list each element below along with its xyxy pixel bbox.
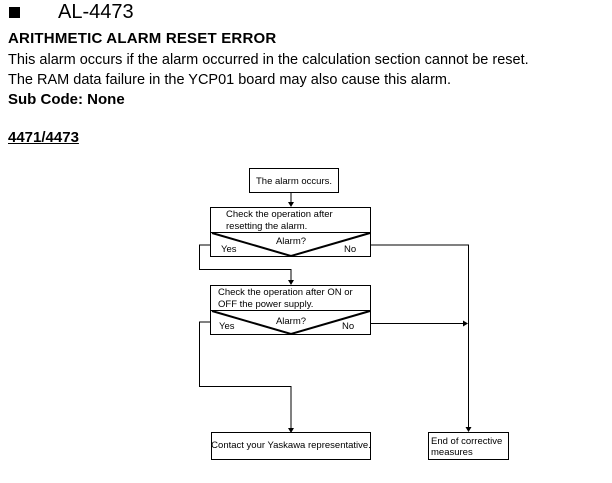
step1-decision-wedge xyxy=(211,232,371,258)
end-line-1: End of corrective xyxy=(431,436,502,447)
step2-line-1: Check the operation after ON or xyxy=(218,287,353,298)
start-text: The alarm occurs. xyxy=(256,176,332,187)
step1-question: Alarm? xyxy=(276,236,306,247)
step2-yes-label: Yes xyxy=(219,321,235,332)
step1-line-1: Check the operation after xyxy=(226,209,333,220)
description-line-1: This alarm occurs if the alarm occurred … xyxy=(8,52,529,68)
contact-box xyxy=(211,432,371,460)
arrow-down-icon xyxy=(288,280,294,285)
arrow-right-icon xyxy=(463,320,468,327)
model-number: 4471/4473 xyxy=(8,129,79,146)
step2-line-2: OFF the power supply. xyxy=(218,299,313,310)
description-line-2: The RAM data failure in the YCP01 board … xyxy=(8,72,452,88)
connector-step2-yes xyxy=(199,321,292,429)
start-box xyxy=(249,168,339,193)
connector-step1-no xyxy=(370,244,469,428)
end-box xyxy=(428,432,509,460)
step2-question: Alarm? xyxy=(276,316,306,327)
sub-code: Sub Code: None xyxy=(8,91,125,108)
step1-yes-label: Yes xyxy=(221,244,237,255)
arrow-down-icon xyxy=(288,202,294,207)
arrow-down-icon xyxy=(465,427,472,432)
alarm-title: ARITHMETIC ALARM RESET ERROR xyxy=(8,30,277,47)
step2-no-label: No xyxy=(342,321,354,332)
contact-text: Contact your Yaskawa representative. xyxy=(211,440,371,451)
alarm-code: AL-4473 xyxy=(58,1,134,23)
step1-line-2: resetting the alarm. xyxy=(226,221,307,232)
end-line-2: measures xyxy=(431,447,473,458)
arrow-down-icon xyxy=(288,428,294,433)
bullet-square-icon xyxy=(9,7,20,18)
step2-decision-wedge xyxy=(211,310,371,336)
connector-step1-yes xyxy=(199,244,292,281)
step1-no-label: No xyxy=(344,244,356,255)
